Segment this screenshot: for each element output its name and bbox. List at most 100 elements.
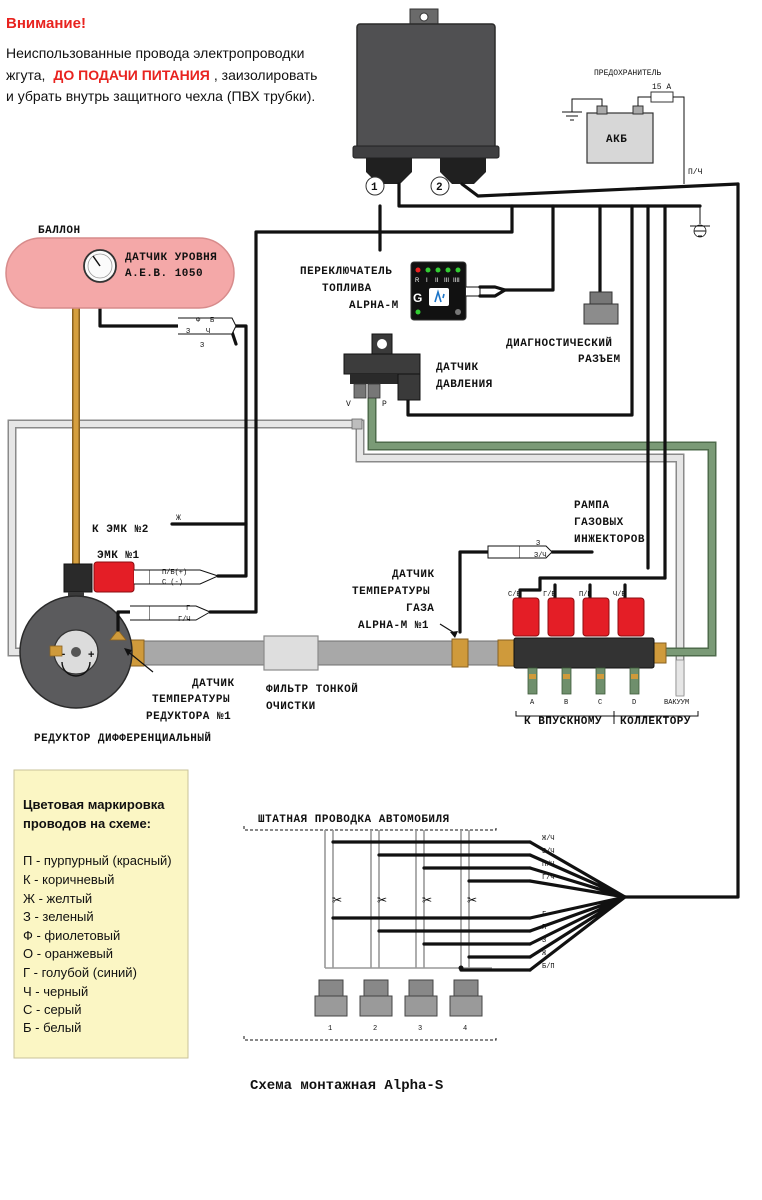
switch-line1: ПЕРЕКЛЮЧАТЕЛЬ — [300, 266, 392, 278]
emk1-label: ЭМК №1 — [97, 550, 140, 562]
gas-temp-sensor: ДАТЧИК ТЕМПЕРАТУРЫ ГАЗА ALPHA-M №1 З З/Ч — [352, 540, 553, 638]
legend-item: Г - голубой (синий) — [23, 965, 137, 980]
diag-line2: РАЗЪЕМ — [578, 354, 621, 366]
switch-indicator-2: II — [435, 278, 439, 284]
harness-wire-top: Г/Ч — [542, 874, 555, 882]
ecu-connector-1-marker — [365, 176, 385, 196]
pressure-sensor: V P ДАТЧИК ДАВЛЕНИЯ — [343, 333, 493, 430]
warning-line-3: и убрать внутрь защитного чехла (ПВХ тру… — [6, 88, 315, 104]
filter-line2: ОЧИСТКИ — [266, 701, 316, 713]
gas-tank: БАЛЛОН ДАТЧИК УРОВНЯ А.Е.В. 1050 Ф Б З Ч… — [5, 225, 237, 350]
pressure-line1: ДАТЧИК — [436, 362, 479, 374]
rail-output-b: B — [564, 699, 568, 707]
injector-plug — [314, 979, 348, 1017]
switch-indicator-4: IIII — [453, 278, 460, 284]
wiring — [98, 182, 740, 972]
tank-wire-0: Ф — [196, 317, 201, 325]
legend-item: Ч - черный — [23, 984, 88, 999]
reducer-temp-line3: РЕДУКТОРА №1 — [146, 711, 231, 723]
gas-temp-wire2: З/Ч — [534, 552, 547, 560]
tank-wire-3: Ч — [206, 328, 210, 336]
tank-sensor-line1: ДАТЧИК УРОВНЯ — [125, 252, 217, 264]
scissors-icon: ✂ — [467, 893, 477, 907]
switch-indicator-r: R — [415, 278, 420, 284]
tank-wire-4: З — [200, 342, 204, 350]
gas-temp-line2: ТЕМПЕРАТУРЫ — [352, 586, 430, 598]
vehicle-harness: ШТАТНАЯ ПРОВОДКА АВТОМОБИЛЯ Ж/Ч З/Ч П/Ч … — [243, 814, 555, 1041]
harness-wire-bottom: З — [542, 937, 546, 945]
pressure-line2: ДАВЛЕНИЯ — [436, 379, 493, 391]
legend-item: Б - белый — [23, 1020, 81, 1035]
legend-item: Ж - желтый — [23, 891, 92, 906]
harness-wire-top: П/Ч — [542, 861, 555, 869]
legend-item: О - оранжевый — [23, 946, 113, 961]
harness-connector-3: 3 — [418, 1025, 422, 1033]
battery-group: ПРЕДОХРАНИТЕЛЬ 15 А АКБ П/Ч — [562, 69, 703, 184]
rail-line2: ГАЗОВЫХ — [574, 517, 624, 529]
scissors-icon: ✂ — [332, 893, 342, 907]
rail-line3: ИНЖЕКТОРОВ — [574, 534, 645, 546]
battery-body — [586, 112, 654, 164]
pressure-hose — [369, 398, 715, 655]
reducer-plus: + — [88, 649, 94, 661]
rail-line1: РАМПА — [574, 500, 610, 512]
ecu-connector-2-label: 2 — [436, 182, 443, 194]
emk1-coil — [93, 561, 135, 593]
harness-wire-bottom: П — [542, 924, 546, 932]
gas-temp-line3: ГАЗА — [406, 603, 434, 615]
tank-label: БАЛЛОН — [38, 225, 81, 237]
manifold-left: К ВПУСКНОМУ — [524, 716, 602, 728]
switch-indicator-1: I — [426, 278, 428, 284]
warning-line-2: жгута, ДО ПОДАЧИ ПИТАНИЯ , заизолировать — [6, 67, 317, 84]
reducer-temp-line1: ДАТЧИК — [192, 678, 235, 690]
fuel-switch: ПЕРЕКЛЮЧАТЕЛЬ ТОПЛИВА ALPHA-M R I II III… — [300, 261, 507, 321]
reducer-temp-sensor-group: Г Г/Ч ДАТЧИК ТЕМПЕРАТУРЫ РЕДУКТОРА №1 — [116, 605, 235, 723]
battery-label: АКБ — [606, 134, 627, 146]
gauge-needle — [92, 255, 101, 267]
switch-line3: ALPHA-M — [349, 300, 399, 312]
tank-wire-1: Б — [210, 317, 214, 325]
reducer-label: РЕДУКТОР ДИФФЕРЕНЦИАЛЬНЫЙ — [34, 731, 212, 745]
reducer-vacuum-port — [49, 645, 63, 657]
diagram-caption: Схема монтажная Alpha-S — [250, 1078, 443, 1094]
warning-title: Внимание! — [6, 15, 86, 32]
scissors-icon: ✂ — [377, 893, 387, 907]
harness-connector-2: 2 — [373, 1025, 377, 1033]
fuse — [650, 91, 674, 103]
fuse-rating: 15 А — [652, 83, 671, 92]
reducer-temp-wire1: Г — [186, 605, 190, 613]
injectors — [512, 597, 645, 637]
ground-symbol-right — [690, 206, 710, 238]
injector-wire-3: Ч/Б — [613, 591, 626, 599]
vacuum-tee — [351, 418, 363, 430]
manifold-right: КОЛЛЕКТОРУ — [620, 716, 691, 728]
harness-connector-4: 4 — [463, 1025, 467, 1033]
injector-rail: РАМПА ГАЗОВЫХ ИНЖЕКТОРОВ С/Б Г/Б П/Б Ч/Б… — [508, 500, 699, 728]
diag-line1: ДИАГНОСТИЧЕСКИЙ — [506, 336, 613, 350]
legend-item: С - серый — [23, 1002, 82, 1017]
rail-inlet-fitting — [497, 639, 517, 667]
fine-filter — [263, 635, 319, 671]
harness-wire-bottom: Б/П — [542, 963, 555, 971]
tank-sensor-line2: А.Е.В. 1050 — [125, 268, 203, 280]
pressure-port-p: P — [382, 400, 387, 409]
tank-wire-2: З — [186, 328, 190, 336]
gas-temp-sensor-fitting — [451, 638, 469, 668]
legend-title-1: Цветовая маркировка — [23, 797, 165, 812]
switch-logo-icon — [434, 289, 445, 303]
ground-icon — [562, 111, 582, 121]
reducer: – + РЕДУКТОР ДИФФЕРЕНЦИАЛЬНЫЙ — [19, 592, 212, 745]
harness-wire-bottom: Ж — [542, 950, 547, 958]
injector-wire-1: Г/Б — [543, 591, 556, 599]
injector-plug — [359, 979, 393, 1017]
injector-plug — [449, 979, 483, 1017]
legend-item: П - пурпурный (красный) — [23, 853, 172, 868]
rail-output-a: A — [530, 699, 535, 707]
reducer-temp-line2: ТЕМПЕРАТУРЫ — [152, 694, 230, 706]
harness-connector-1: 1 — [328, 1025, 332, 1033]
injector-wire-2: П/Б — [579, 591, 592, 599]
gas-temp-line1: ДАТЧИК — [392, 569, 435, 581]
harness-wire-top: Ж/Ч — [542, 835, 555, 843]
emk1-wire1: П/Б(+) — [162, 569, 187, 577]
